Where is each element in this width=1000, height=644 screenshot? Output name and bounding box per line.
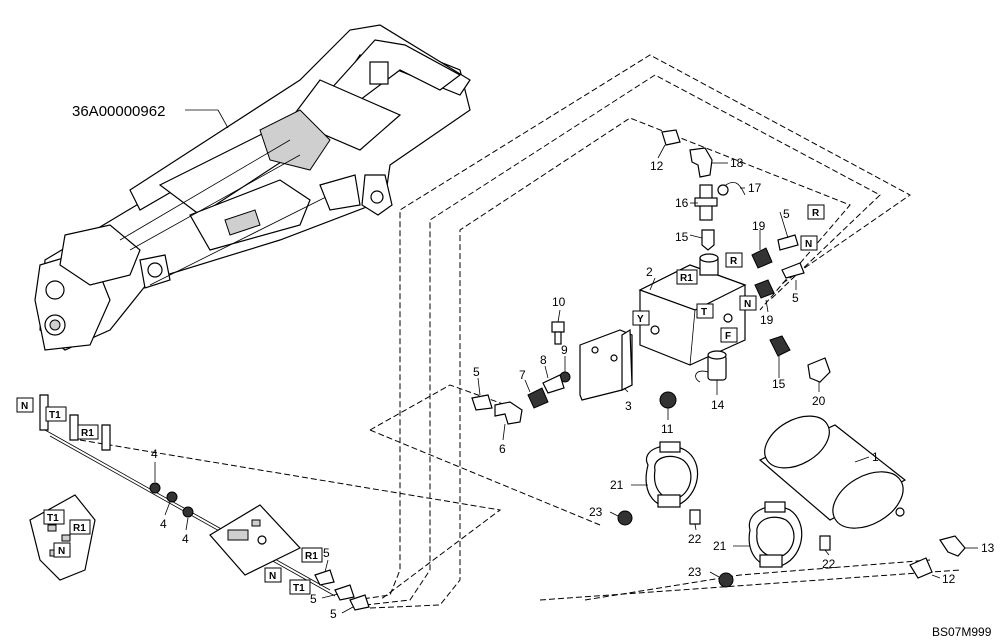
callout-5d: 5 [323, 546, 330, 560]
svg-text:R1: R1 [73, 523, 86, 534]
hose-routing [79, 54, 961, 609]
valve-block-assembly [579, 253, 747, 401]
port-tag-r1-bottom: R1 [301, 547, 323, 563]
callout-15b: 15 [772, 377, 786, 391]
port-tag-n-top: N [800, 235, 818, 251]
callout-16: 16 [675, 196, 689, 210]
svg-text:T: T [701, 307, 707, 318]
svg-text:F: F [725, 331, 731, 342]
port-tag-f: F [720, 327, 738, 343]
callout-5c: 5 [473, 365, 480, 379]
port-tag-r-top: R [807, 204, 825, 220]
accumulator-assembly [617, 415, 966, 588]
svg-text:N: N [21, 401, 28, 412]
control-panel-left [29, 494, 96, 581]
callout-7: 7 [519, 368, 526, 382]
port-tag-n-left: N [16, 397, 34, 413]
svg-text:T1: T1 [293, 583, 305, 594]
port-tag-n-valve: N [739, 295, 757, 311]
svg-text:Y: Y [637, 314, 644, 325]
callout-8: 8 [540, 353, 547, 367]
callout-3: 3 [625, 399, 632, 413]
svg-text:N: N [58, 546, 65, 557]
callout-19b: 19 [760, 313, 774, 327]
svg-text:R: R [812, 208, 820, 219]
callout-10: 10 [552, 295, 566, 309]
callout-21a: 21 [610, 478, 624, 492]
callout-21b: 21 [713, 539, 727, 553]
drawing-code: BS07M999 [932, 625, 992, 639]
callout-22b: 22 [822, 557, 836, 571]
callout-23a: 23 [589, 505, 603, 519]
port-tags: R N R1 R N Y T F [16, 204, 825, 595]
callout-12a: 12 [650, 159, 664, 173]
callout-19a: 19 [752, 219, 766, 233]
control-panel-right [209, 504, 301, 576]
callout-2: 2 [646, 265, 653, 279]
callout-4b: 4 [160, 517, 167, 531]
port-tag-t1-panel: T1 [43, 509, 65, 525]
callout-23b: 23 [688, 565, 702, 579]
callout-5a: 5 [783, 207, 790, 221]
port-tag-n-panel: N [53, 542, 71, 558]
callout-4a: 4 [151, 447, 158, 461]
port-tag-r1-panel: R1 [69, 519, 91, 535]
callout-14: 14 [711, 398, 725, 412]
leader-lines [154, 109, 978, 614]
boom-frame [34, 24, 471, 351]
svg-text:T1: T1 [47, 513, 59, 524]
left-hose-line [39, 394, 370, 611]
svg-text:R: R [730, 256, 738, 267]
callout-4c: 4 [182, 532, 189, 546]
callout-12b: 12 [942, 572, 956, 586]
port-tag-r1-valve: R1 [676, 269, 698, 285]
callout-15a: 15 [675, 230, 689, 244]
port-tag-n-bottom: N [264, 567, 282, 583]
callout-5f: 5 [330, 607, 337, 621]
callout-1: 1 [872, 450, 879, 464]
svg-text:N: N [805, 239, 812, 250]
svg-text:N: N [269, 571, 276, 582]
svg-text:N: N [744, 299, 751, 310]
svg-text:T1: T1 [49, 410, 61, 421]
callout-17: 17 [748, 181, 762, 195]
callout-6: 6 [499, 442, 506, 456]
callout-13: 13 [981, 541, 995, 555]
callout-18: 18 [730, 156, 744, 170]
port-tag-t: T [696, 303, 714, 319]
callout-5b: 5 [792, 291, 799, 305]
svg-text:R1: R1 [680, 273, 693, 284]
callout-20: 20 [812, 394, 826, 408]
port-tag-t1-bottom: T1 [289, 579, 311, 595]
part-number-label: 36A00000962 [72, 103, 165, 120]
callout-5e: 5 [310, 592, 317, 606]
port-tag-r1-left: R1 [77, 424, 99, 440]
svg-text:R1: R1 [81, 428, 94, 439]
port-tag-t1-left: T1 [45, 406, 67, 422]
callout-9: 9 [561, 343, 568, 357]
fittings [471, 129, 831, 425]
svg-text:R1: R1 [305, 551, 318, 562]
callout-labels: 36A00000962 2 3 1 11 14 15 20 15 16 17 1… [72, 103, 995, 639]
port-tag-y: Y [632, 310, 650, 326]
callout-11: 11 [661, 422, 674, 436]
callout-22a: 22 [688, 532, 702, 546]
port-tag-r-valve: R [725, 252, 743, 268]
